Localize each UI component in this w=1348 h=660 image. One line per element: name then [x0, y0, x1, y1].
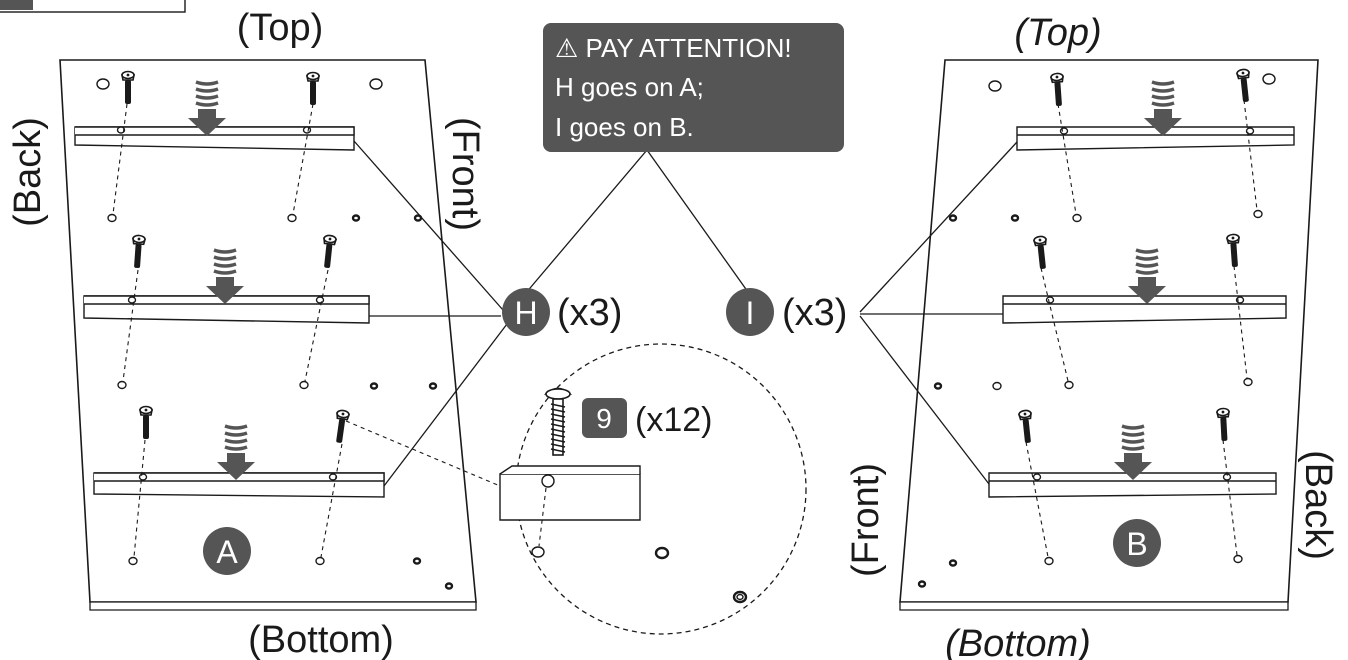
part-h-badge [502, 288, 550, 336]
panel-a-rail-top [74, 126, 355, 151]
panel-a-letter: A [216, 534, 238, 570]
panel-b-front-label: (Front) [845, 463, 887, 577]
panel-a-dashes [112, 103, 343, 558]
panel-b-holes [917, 73, 1276, 588]
screw-number: 9 [596, 403, 612, 434]
attention-callout: ⚠ PAY ATTENTION! H goes on A; I goes on … [543, 23, 844, 152]
part-h-letter: H [514, 295, 537, 331]
screw-quantity: (x12) [635, 401, 712, 439]
panel-a: A (Top) (Bottom) (Back) (Front) [7, 7, 486, 660]
part-i: I (x3) [726, 288, 847, 336]
panel-a-front-label: (Front) [444, 117, 486, 231]
part-i-quantity: (x3) [782, 292, 847, 334]
panel-b-dashes [1025, 99, 1258, 558]
panel-b-bottom-label: (Bottom) [945, 623, 1091, 660]
corner-box [0, 0, 186, 13]
panel-a-top-label: (Top) [237, 7, 324, 49]
detail-magnifier: 9 (x12) [345, 343, 807, 635]
panel-b-top-label: (Top) [1014, 12, 1101, 54]
part-i-badge [726, 288, 774, 336]
attention-line-i: I goes on B. [555, 112, 694, 142]
panel-b-letter: B [1126, 526, 1147, 562]
screw-number-badge [582, 398, 627, 438]
part-h-quantity: (x3) [557, 292, 622, 334]
panel-a-bottom-label: (Bottom) [248, 619, 394, 660]
detail-screw-icon [543, 387, 573, 456]
attention-title: ⚠ PAY ATTENTION! [555, 33, 792, 63]
panel-b-back-label: (Back) [1297, 450, 1339, 560]
panel-b: B (Top) (Bottom) (Back) (Front) [845, 12, 1339, 660]
panel-b-badge [1113, 519, 1161, 567]
attention-line-h: H goes on A; [555, 72, 704, 102]
panel-a-back-label: (Back) [7, 117, 49, 227]
panel-a-holes [96, 78, 454, 590]
part-h: H (x3) [502, 288, 622, 336]
part-i-letter: I [746, 295, 755, 331]
leader-lines [353, 140, 1018, 487]
panel-a-badge [203, 527, 251, 575]
